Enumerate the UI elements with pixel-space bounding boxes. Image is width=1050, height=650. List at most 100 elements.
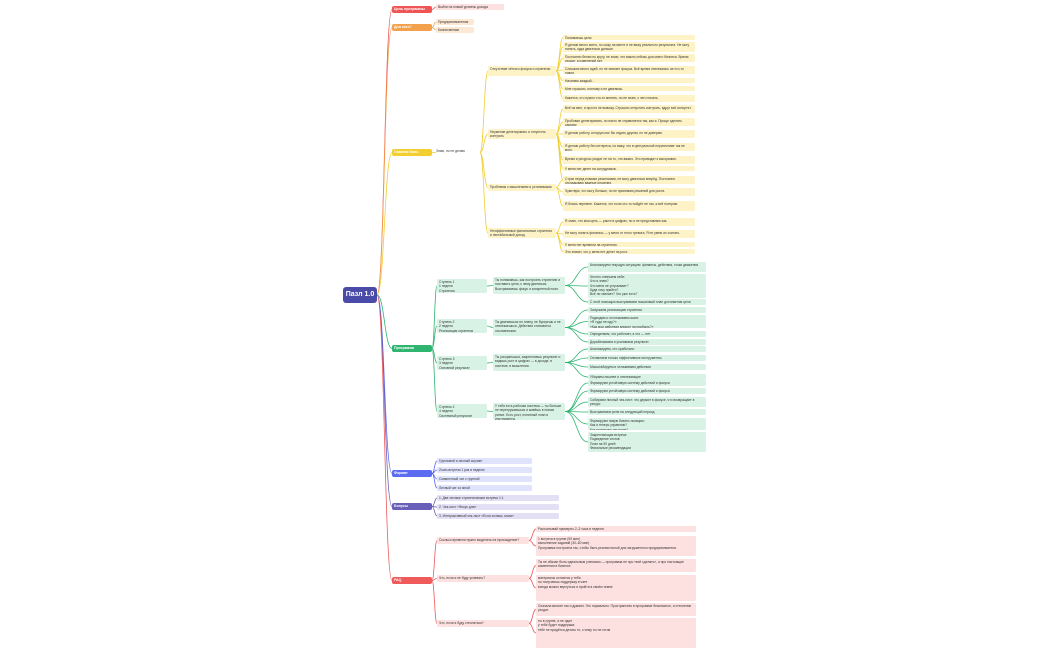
branch-pain[interactable]: Главная боль [392,149,432,156]
pain-item[interactable]: Время и ресурсы уходят не на то, что важ… [563,156,695,164]
pain-item[interactable]: Я боюсь перемен. Кажется, что если что-т… [563,201,695,211]
branch-bonuses[interactable]: Бонусы [392,503,432,510]
program-step[interactable]: Ступень 3 3 неделя Основной результат [437,356,487,370]
program-step[interactable]: Ступень 4 4 неделя Системный результат [437,404,487,418]
pain-item[interactable]: Я делаю много всего, но сижу на месте и … [563,42,695,52]
pain-group[interactable]: Проблемы с мышлением и установками [488,184,556,191]
pain-item[interactable]: Не могу понять финансы — у меня от этого… [563,230,695,238]
branch-goal[interactable]: Цель программы [392,6,432,13]
pain-item[interactable]: Я делаю работу без интереса, но вижу, чт… [563,143,695,151]
pain-item[interactable]: Я знаю, что моя цель — расти в цифрах, н… [563,218,695,226]
connector-line [479,133,489,153]
who-item[interactable]: Бизнесменам [436,27,474,33]
who-item[interactable]: Предпринимателям [436,19,474,25]
pain-item[interactable]: Кажется, что нужно что-то менять, но не … [563,95,695,102]
pain-item[interactable]: Это значит, что у меня нет денег на рост… [563,249,695,254]
connector-line [431,506,438,517]
connector-line [431,580,438,624]
pain-group[interactable]: Неэффективные финансовые стратегии и нес… [488,228,556,238]
pain-item[interactable]: У меня нет времени на стратегию. [563,242,695,247]
pain-item[interactable]: Страх перед новыми решениями, не могу дв… [563,176,695,184]
program-item[interactable]: Оставляем только эффективные инструменты [588,355,706,361]
program-item[interactable]: Запускаем реализацию стратегии [588,307,706,313]
faq-answer[interactable]: Рассчитывай примерно 2–3 часа в неделю: [536,526,696,532]
connector-line [564,411,589,425]
connector-line [431,325,438,349]
program-step-desc[interactable]: У тебя есть рабочая система — ты больше … [493,403,565,420]
program-step-desc[interactable]: Ты понимаешь, как построить стратегию и … [493,277,565,294]
faq-answer[interactable]: Сначала многие так и думают. Это нормаль… [536,603,696,616]
bonus-item[interactable]: 2. Чек-лист «Фокус дня» [437,504,559,510]
program-item[interactable]: Подводим и отслеживаем шаги: «Я туда не … [588,315,706,328]
connector-line [376,152,393,296]
format-item[interactable]: Групповой и личный коучинг [437,458,532,464]
faq-question[interactable]: Что, если я не буду успевать? [437,575,529,582]
connector-line [564,285,589,303]
connector-line [431,348,438,364]
pain-item[interactable]: Чувствую, что могу больше, но не принима… [563,188,695,196]
program-item[interactable]: Закрепляющая встреча: Подведение итогов … [588,432,706,452]
pain-item[interactable]: Слишком много идей, но не хватает фокуса… [563,66,695,74]
program-item[interactable]: Формируем новую бизнес-позицию: Как я те… [588,418,706,430]
faq-question[interactable]: Что, если я буду стесняться? [437,620,529,627]
connector-line [479,70,489,153]
connector-line [555,108,564,135]
pain-item[interactable]: Мне страшно, поэтому я не двигаюсь. [563,86,695,91]
program-step[interactable]: Ступень 1 1 неделя Стратегия [437,279,487,293]
connector-line [431,348,438,412]
connector-line [528,528,537,541]
program-item[interactable]: Честно отвечаем себе: Что я знаю? Что ме… [588,274,706,298]
format-item[interactable]: Zoom-встречи 1 раз в неделю [437,467,532,473]
program-item[interactable]: Анализируем текущую ситуацию: финансы, д… [588,262,706,272]
connector-line [479,152,489,234]
faq-answer[interactable]: ты в группе, а не один у тебя будет подд… [536,618,696,648]
program-item[interactable]: Выстраиваем ритм на следующий период [588,409,706,415]
faq-answer[interactable]: материалы остаются у тебя ты получаешь п… [536,575,696,601]
program-step-desc[interactable]: Ты ускоряешься, закрепляешь результат и … [493,354,565,371]
pain-item[interactable]: Я делаю работу, которую мог бы отдать др… [563,130,695,138]
format-item[interactable]: Совместный чат с группой [437,476,532,482]
program-item[interactable]: Формируем устойчивую систему действий и … [588,388,706,394]
branch-faq[interactable]: FAQ [392,577,432,584]
faq-question[interactable]: Сколько времени нужно выделять на прохож… [437,537,529,544]
pain-group[interactable]: Неумение делегировать и отпустить контро… [488,129,556,139]
connector-line [555,221,564,234]
connector-line [564,390,589,412]
connector-line [431,27,437,31]
program-item[interactable]: Определяем, что работает, а что — нет [588,331,706,337]
connector-line [564,327,589,335]
pain-item[interactable]: Всё на мне, я просто не вывожу. Страшно … [563,105,695,113]
pain-item[interactable]: Пробовал делегировать, но никто не справ… [563,118,695,126]
connector-line [564,362,589,378]
pain-item[interactable]: У меня нет денег на сотрудников. [563,166,695,171]
pain-item[interactable]: Понимаешь цели [563,35,695,40]
root-node[interactable]: Пазл 1.0 [343,287,377,303]
program-item[interactable]: С этой помощью выстраиваем пошаговый пла… [588,299,706,305]
program-item[interactable]: Масштабируем и отлаживаем действия [588,364,706,370]
faq-answer[interactable]: Ты не обязан быть идеальным учеником — п… [536,559,696,572]
pain-group[interactable]: Отсутствие чёткого фокуса и стратегии [488,66,556,76]
pain-item[interactable]: Постоянно бегаю по кругу, не знаю, что в… [563,54,695,62]
pain-subtitle[interactable]: Знаю, но не делаю [436,149,465,153]
connector-line [486,325,494,328]
format-item[interactable]: Личный чат со мной [437,485,532,491]
program-item[interactable]: Собираем личный чек-лист: что держит в ф… [588,397,706,407]
branch-format[interactable]: Формат [392,470,432,477]
bonus-item[interactable]: 3. Интерактивный чек-лист «Если хочешь о… [437,513,559,519]
pain-item[interactable]: Начинаю каждый... [563,78,695,83]
connector-line [376,294,393,581]
connector-line [486,285,494,287]
program-item[interactable]: Дорабатываем и усиливаем результат [588,339,706,345]
branch-program[interactable]: Программа [392,345,432,352]
goal-item[interactable]: Выйти на новый уровень дохода [436,4,504,10]
program-item[interactable]: Убираем лишнее и отвлекающее [588,374,706,380]
connector-line [564,411,589,443]
connector-line [486,362,494,364]
program-item[interactable]: Формируем устойчивую систему действий и … [588,380,706,386]
bonus-item[interactable]: 1. Две личные стратегические встречи 1:1 [437,495,559,501]
branch-who[interactable]: Для кого? [392,24,432,31]
program-step[interactable]: Ступень 2 2 неделя Реализация стратегии [437,319,487,333]
faq-answer[interactable]: 1 встреча в группе (90 мин) выполнение з… [536,536,696,556]
program-item[interactable]: Анализируем, что сработало [588,346,706,352]
program-step-desc[interactable]: Ты двигаешься по плану, не буксуешь и не… [493,319,565,336]
